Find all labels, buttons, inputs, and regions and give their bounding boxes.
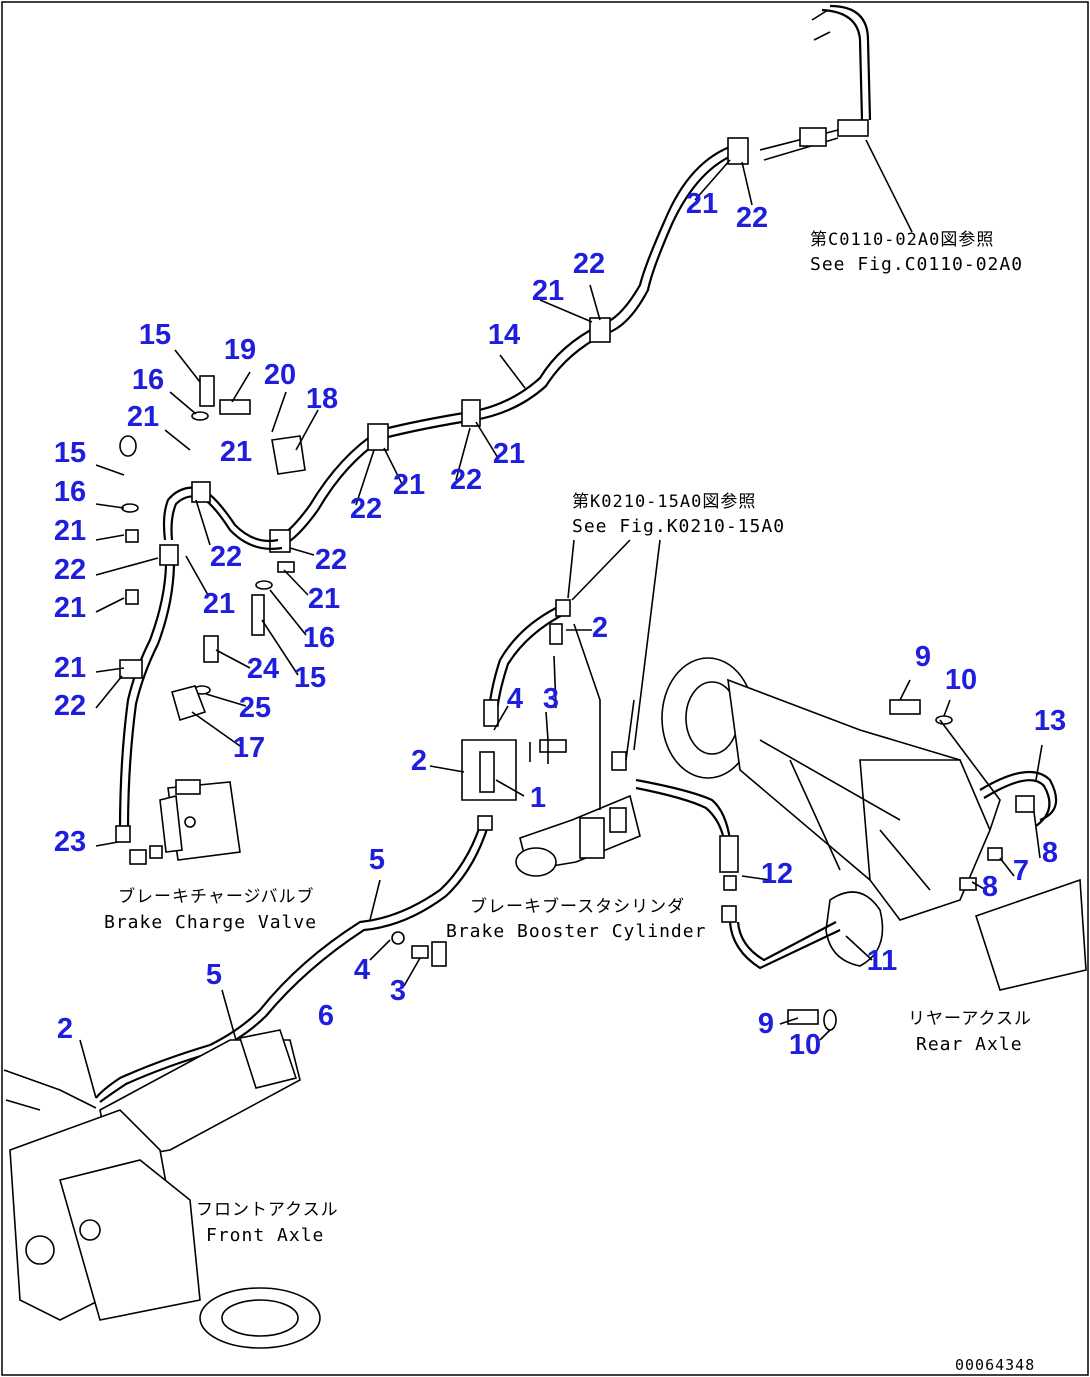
part-number-label: 23 bbox=[54, 826, 86, 858]
leader-lines-left bbox=[95, 159, 753, 847]
rear-axle bbox=[635, 657, 1087, 1041]
left-hose-assembly bbox=[115, 375, 306, 843]
part-number-label: 8 bbox=[1042, 837, 1058, 869]
part-number-label: 2 bbox=[411, 745, 427, 777]
rear-axle-en: Rear Axle bbox=[916, 1034, 1023, 1055]
ref-mid-jp: 第K0210-15A0図参照 bbox=[572, 492, 756, 512]
part-number-label: 22 bbox=[736, 202, 768, 234]
part-number-label: 1 bbox=[530, 782, 546, 814]
part-number-label: 21 bbox=[54, 652, 86, 684]
part-number-label: 16 bbox=[54, 476, 86, 508]
brake-booster-en: Brake Booster Cylinder bbox=[446, 921, 706, 942]
part-number-label: 9 bbox=[915, 641, 931, 673]
part-number-label: 19 bbox=[224, 334, 256, 366]
part-number-label: 18 bbox=[306, 383, 338, 415]
part-number-label: 22 bbox=[450, 464, 482, 496]
front-axle-jp: フロントアクスル bbox=[196, 1200, 339, 1220]
ref-top-en: See Fig.C0110-02A0 bbox=[810, 254, 1023, 275]
part-number-label: 13 bbox=[1034, 705, 1066, 737]
part-number-label: 5 bbox=[206, 959, 222, 991]
part-number-label: 14 bbox=[488, 319, 520, 351]
part-number-label: 3 bbox=[543, 683, 559, 715]
part-number-label: 25 bbox=[239, 692, 271, 724]
part-number-label: 15 bbox=[139, 319, 171, 351]
part-number-label: 10 bbox=[945, 664, 977, 696]
part-number-label: 21 bbox=[54, 515, 86, 547]
brake-charge-valve bbox=[129, 779, 241, 865]
part-number-label: 22 bbox=[54, 690, 86, 722]
part-number-label: 5 bbox=[369, 844, 385, 876]
brake-pipe-14 bbox=[269, 4, 872, 553]
part-number-label: 15 bbox=[54, 437, 86, 469]
part-number-label: 24 bbox=[247, 653, 279, 685]
part-number-label: 21 bbox=[532, 275, 564, 307]
part-number-label: 21 bbox=[308, 583, 340, 615]
part-number-label: 4 bbox=[354, 954, 370, 986]
brake-charge-valve-jp: ブレーキチャージバルブ bbox=[118, 886, 314, 907]
brake-booster-cylinder bbox=[209, 539, 661, 1053]
part-number-label: 12 bbox=[761, 858, 793, 890]
part-number-label: 22 bbox=[573, 248, 605, 280]
part-number-label: 22 bbox=[315, 544, 347, 576]
part-number-label: 6 bbox=[318, 1000, 334, 1032]
part-number-label: 9 bbox=[758, 1008, 774, 1040]
ref-top-jp: 第C0110-02A0図参照 bbox=[810, 230, 994, 250]
part-number-label: 8 bbox=[982, 871, 998, 903]
part-number-label: 21 bbox=[220, 436, 252, 468]
part-number-label: 17 bbox=[233, 732, 265, 764]
front-axle-en: Front Axle bbox=[206, 1225, 324, 1246]
part-number-label: 2 bbox=[57, 1013, 73, 1045]
part-number-label: 22 bbox=[350, 493, 382, 525]
part-number-label: 21 bbox=[686, 188, 718, 220]
ref-mid-en: See Fig.K0210-15A0 bbox=[572, 516, 785, 537]
part-number-label: 16 bbox=[303, 622, 335, 654]
part-number-label: 16 bbox=[132, 364, 164, 396]
rear-axle-jp: リヤーアクスル bbox=[908, 1009, 1032, 1029]
brake-booster-jp: ブレーキブースタシリンダ bbox=[470, 896, 685, 917]
part-number-label: 21 bbox=[393, 469, 425, 501]
front-axle bbox=[3, 989, 321, 1349]
part-number-label: 21 bbox=[493, 438, 525, 470]
drawing-code: 00064348 bbox=[955, 1356, 1035, 1374]
reference-leaders bbox=[865, 139, 913, 233]
part-number-label: 21 bbox=[54, 592, 86, 624]
part-number-label: 20 bbox=[264, 359, 296, 391]
part-number-label: 22 bbox=[54, 554, 86, 586]
part-number-label: 21 bbox=[203, 588, 235, 620]
part-number-label: 2 bbox=[592, 612, 608, 644]
part-number-label: 22 bbox=[210, 541, 242, 573]
part-number-label: 3 bbox=[390, 975, 406, 1007]
part-number-label: 15 bbox=[294, 662, 326, 694]
part-number-label: 11 bbox=[867, 945, 898, 977]
brake-charge-valve-en: Brake Charge Valve bbox=[104, 912, 317, 933]
part-number-label: 10 bbox=[789, 1029, 821, 1061]
part-number-label: 21 bbox=[127, 401, 159, 433]
part-number-label: 7 bbox=[1013, 855, 1029, 887]
part-number-label: 4 bbox=[507, 683, 523, 715]
